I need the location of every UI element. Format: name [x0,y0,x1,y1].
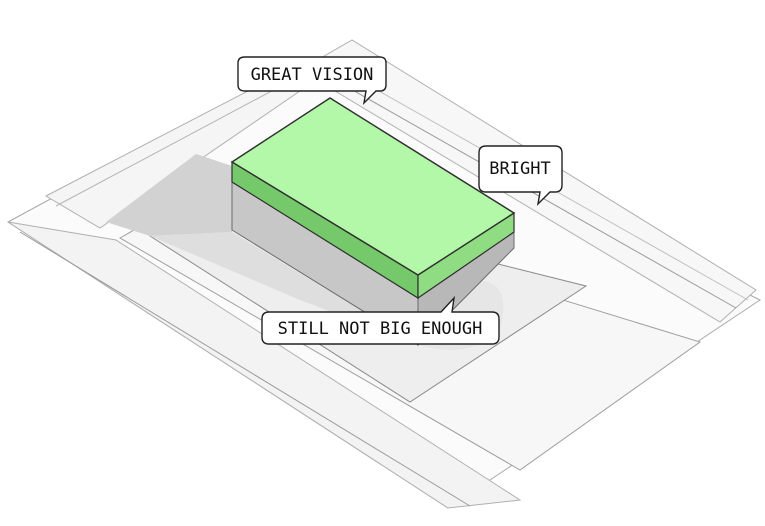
road-band-left [7,221,522,509]
callout-bottom-text: STILL NOT BIG ENOUGH [278,319,483,339]
road-edge-line [19,231,471,507]
slab-top [230,97,516,276]
callout-side: BRIGHT [478,145,563,207]
callout-top-bubble [237,56,387,106]
callout-side-bubble [478,145,563,207]
upper-left-band-line [55,77,297,207]
callout-bottom-bubble [261,295,500,345]
callout-top: GREAT VISION [237,56,387,106]
callout-top-text: GREAT VISION [251,65,374,85]
callout-side-text: BRIGHT [489,159,550,179]
callout-bottom: STILL NOT BIG ENOUGH [261,295,500,345]
shadow-left [106,154,232,236]
